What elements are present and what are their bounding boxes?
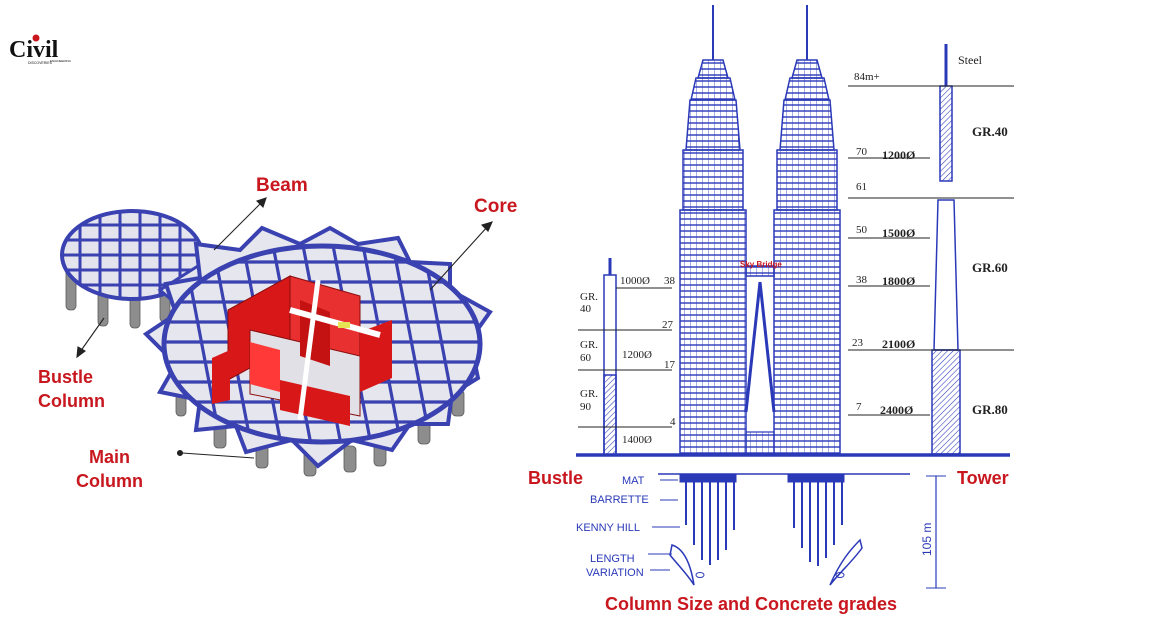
bustle-level-17: 17 xyxy=(664,359,676,371)
height-top-label: 84m+ xyxy=(854,71,880,83)
bustle-annotations: 1000Ø 38 27 17 4 GR. 40 GR. 60 GR. 90 12… xyxy=(580,275,676,446)
logo-dot xyxy=(32,34,40,42)
core-label: Core xyxy=(474,196,518,217)
tower-size-1200: 1200Ø xyxy=(882,148,915,162)
main-column-label: Main Column xyxy=(76,445,143,493)
tower-size-2100: 2100Ø xyxy=(882,337,915,351)
grade-40-label: GR.40 xyxy=(972,124,1008,139)
logo-text: Civil xyxy=(9,37,59,63)
main-column-label-line1: Main xyxy=(88,447,130,467)
structural-model-3d xyxy=(60,197,493,477)
caption: Column Size and Concrete grades xyxy=(605,594,898,614)
bustle-grade-3-b: 90 xyxy=(580,401,592,413)
bustle-level-4: 4 xyxy=(670,416,676,428)
logo-subtext: DISCOVERIES xyxy=(28,61,53,65)
bustle-column-label: Bustle Column xyxy=(38,365,105,413)
bustle-level-27: 27 xyxy=(662,319,674,331)
bustle-top-size: 1000Ø xyxy=(620,275,650,287)
foundation xyxy=(648,473,946,589)
bustle-bottom-size: 1400Ø xyxy=(622,434,652,446)
grade-60-label: GR.60 xyxy=(972,260,1008,275)
tower-column-profile xyxy=(848,44,1014,455)
tower-level-38: 38 xyxy=(856,274,868,286)
bustle-grade-1-b: 40 xyxy=(580,303,592,315)
tower-level-70: 70 xyxy=(856,146,868,158)
bustle-grade-2-a: GR. xyxy=(580,339,598,351)
tower-label: Tower xyxy=(957,468,1009,488)
beam-label: Beam xyxy=(256,175,308,196)
bustle-level-38: 38 xyxy=(664,275,676,287)
barrette-label: BARRETTE xyxy=(590,494,649,506)
sky-bridge-label: Sky Bridge xyxy=(740,260,782,269)
variation-label: VARIATION xyxy=(586,567,644,579)
kenny-hill-label: KENNY HILL xyxy=(576,522,640,534)
tower-annotations: Steel 84m+ 70 1200Ø 61 50 1500Ø 38 1800Ø… xyxy=(852,53,1008,417)
tower-size-2400: 2400Ø xyxy=(880,403,913,417)
bustle-column-label-line1: Bustle xyxy=(38,367,94,387)
steel-label: Steel xyxy=(958,53,983,67)
sky-bridge xyxy=(744,265,776,455)
tower-size-1500: 1500Ø xyxy=(882,226,915,240)
core-walls xyxy=(212,275,392,426)
mat-label: MAT xyxy=(622,475,645,487)
logo-mark: Civil DISCOVERIES ENGINEERING xyxy=(9,34,72,65)
length-label: LENGTH xyxy=(590,553,635,565)
tower-left xyxy=(679,5,747,455)
bustle-label: Bustle xyxy=(528,468,584,488)
tower-level-7: 7 xyxy=(856,401,862,413)
tower-size-1800: 1800Ø xyxy=(882,274,915,288)
bustle-grade-1-a: GR. xyxy=(580,291,598,303)
leader-lines xyxy=(76,197,493,459)
grade-80-label: GR.80 xyxy=(972,402,1008,417)
tower-level-23: 23 xyxy=(852,337,864,349)
bustle-grade-3-a: GR. xyxy=(580,388,598,400)
logo: Civil DISCOVERIES ENGINEERING xyxy=(8,34,72,66)
tower-diagram: Sky Bridge 1000Ø 38 27 17 4 GR. 40 GR. 6… xyxy=(576,5,1014,589)
depth-label: 105 m xyxy=(920,523,934,556)
bustle-column-label-line2: Column xyxy=(38,391,105,411)
main-column-label-line2: Column xyxy=(76,471,143,491)
tower-right xyxy=(773,5,841,455)
tower-level-50: 50 xyxy=(856,224,868,236)
bustle-grade-2-b: 60 xyxy=(580,352,592,364)
logo-subtext-2: ENGINEERING xyxy=(50,59,72,63)
bustle-mid-size: 1200Ø xyxy=(622,349,652,361)
tower-level-61: 61 xyxy=(856,181,867,193)
foundation-labels: MAT BARRETTE KENNY HILL LENGTH VARIATION… xyxy=(576,475,934,579)
